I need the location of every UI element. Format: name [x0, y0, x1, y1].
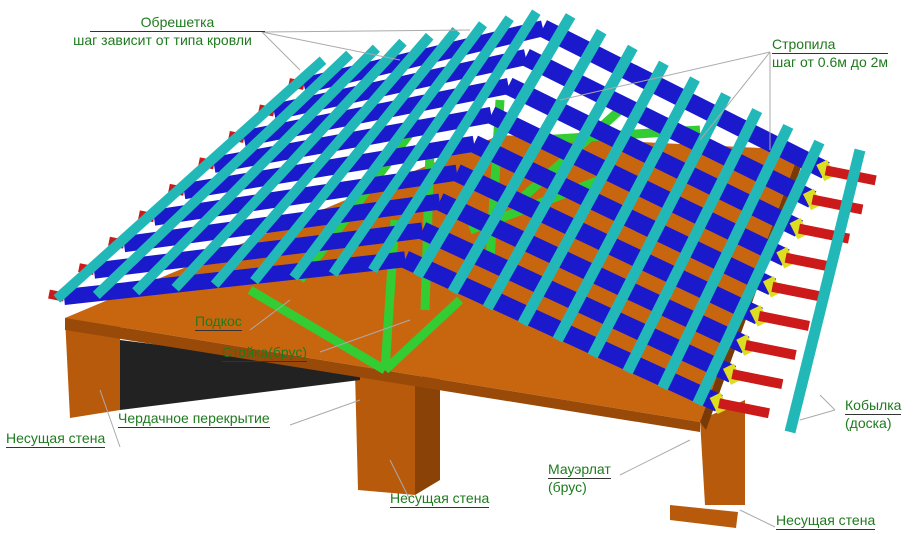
strut-6 — [296, 117, 424, 283]
batten-right-3 — [482, 44, 638, 311]
wall-right-label: Несущая стена — [776, 512, 876, 530]
filly-label: Кобылка (доска) — [845, 397, 902, 431]
roof-slopes — [48, 9, 877, 434]
center-wall — [355, 372, 415, 495]
rafters-label: Стропила шаг от 0.6м до 2м — [772, 36, 889, 70]
brace-label: Подкос — [195, 313, 242, 331]
batten-right-8 — [657, 123, 794, 391]
floor-edge — [65, 318, 700, 432]
leader-wall-left — [99, 389, 121, 448]
mauerlat-title: Мауэрлат — [548, 461, 611, 479]
filly-right-5 — [771, 281, 824, 302]
batten-left-2 — [92, 50, 354, 299]
batten-right-1 — [412, 13, 576, 279]
lathing-note: шаг зависит от типа кровли — [73, 32, 252, 48]
filly-title: Кобылка — [845, 397, 902, 415]
leader-lathing-1 — [261, 31, 301, 71]
leader-rafters-2 — [699, 51, 771, 141]
filly-right-2 — [731, 369, 784, 390]
walls — [65, 300, 745, 528]
batten-left-3 — [132, 44, 380, 296]
filly-note: (доска) — [845, 415, 892, 431]
filly-right-8 — [811, 194, 864, 215]
wall-left-label: Несущая стена — [6, 430, 106, 448]
filly-right-1 — [718, 398, 770, 419]
batten-right-2 — [447, 28, 607, 295]
leader-rafters-1 — [559, 51, 771, 101]
leader-filly-2 — [799, 409, 836, 421]
leader-wall-center — [389, 459, 411, 501]
mauerlat-note: (брус) — [548, 479, 587, 495]
right-wall-bottom — [670, 505, 738, 528]
rafter-left-2 — [93, 222, 424, 279]
leader-lines — [99, 29, 836, 528]
batten-left-1 — [53, 56, 327, 303]
batten-right-9 — [692, 139, 825, 407]
leader-floor — [289, 399, 361, 426]
batten-eave-right — [784, 148, 866, 434]
rafters-title: Стропила — [772, 36, 889, 54]
post-label: Стойка(брус) — [222, 344, 308, 362]
leader-mauerlat — [619, 439, 691, 476]
batten-right-4 — [517, 60, 669, 327]
batten-left-4 — [171, 38, 407, 292]
wall-shadow — [120, 340, 360, 410]
center-wall-side — [415, 372, 440, 495]
strut-4 — [247, 286, 388, 374]
lathing-title: Обрешетка — [90, 14, 265, 32]
rafter-left-1 — [63, 251, 407, 306]
leader-wall-right — [739, 509, 776, 528]
batten-right-7 — [622, 108, 763, 375]
leader-brace — [249, 299, 291, 331]
rafter-left-6 — [212, 107, 493, 173]
filly-right-4 — [758, 311, 810, 331]
batten-right-5 — [552, 76, 700, 343]
batten-left-7 — [289, 21, 488, 281]
leader-filly-1 — [819, 394, 836, 411]
leader-lathing-3 — [261, 29, 471, 33]
rafter-left-7 — [242, 78, 511, 147]
rafter-left-5 — [182, 135, 476, 200]
leader-lathing-2 — [261, 31, 401, 61]
batten-right-6 — [587, 92, 732, 359]
leader-post — [319, 319, 411, 353]
strut-5 — [381, 296, 464, 374]
filly-right-3 — [744, 340, 797, 360]
batten-left-8 — [328, 15, 514, 277]
batten-left-6 — [250, 27, 461, 285]
rafters-note: шаг от 0.6м до 2м — [772, 54, 889, 70]
attic-floor-label: Чердачное перекрытие — [118, 410, 270, 428]
right-wall — [700, 400, 745, 505]
wall-center-label: Несущая стена — [390, 490, 490, 508]
batten-left-9 — [368, 9, 541, 274]
lathing-label: Обрешетка шаг зависит от типа кровли — [73, 14, 265, 48]
mauerlat-label: Мауэрлат (брус) — [548, 461, 611, 495]
batten-left-5 — [210, 32, 434, 288]
rafter-left-3 — [122, 193, 441, 253]
rafter-left-4 — [152, 164, 459, 226]
